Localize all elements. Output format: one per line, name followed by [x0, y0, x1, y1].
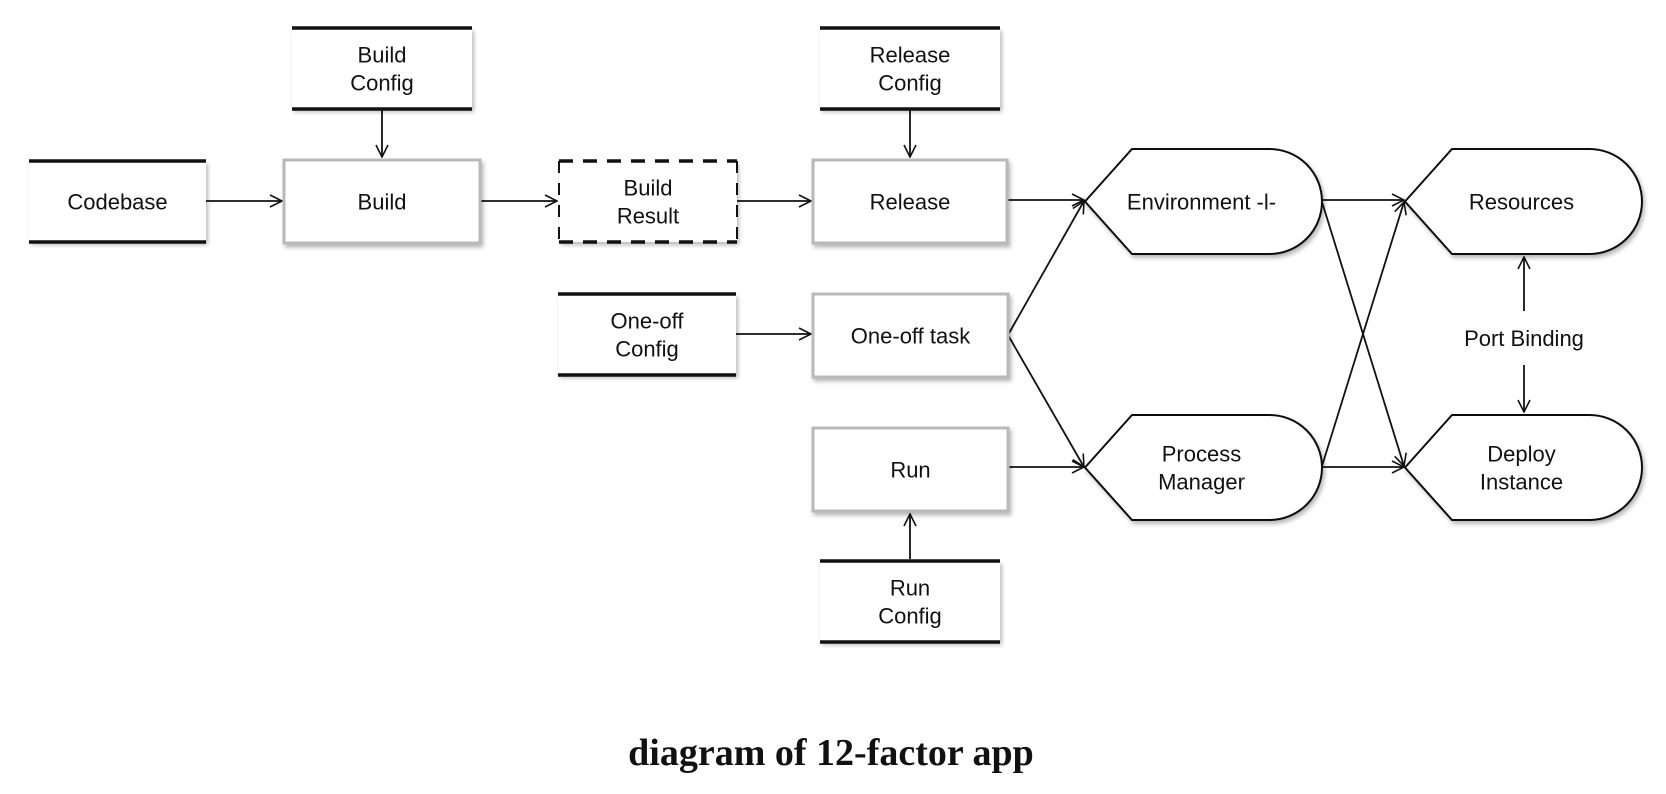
process-manager-label-line: Process [1162, 442, 1241, 467]
build-config-label-line: Build [358, 43, 407, 68]
oneoff-task-label-line: One-off task [851, 324, 971, 349]
release-config-box [820, 28, 1000, 109]
resources-label-line: Resources [1469, 190, 1574, 215]
node-codebase: Codebase [29, 159, 206, 244]
run-config-label-line: Config [878, 604, 942, 629]
environment-label: Environment -l- [1127, 190, 1276, 215]
codebase-label-line: Codebase [67, 190, 167, 215]
release-box [811, 158, 1009, 245]
node-environment: Environment -l- [1083, 148, 1323, 255]
oneoff-config-label-line: One-off [611, 309, 685, 334]
run-config-box [820, 561, 1000, 642]
oneoff-config-label-line: Config [615, 337, 679, 362]
run-label-line: Run [890, 458, 930, 483]
build-result-label-line: Result [617, 204, 679, 229]
release-config-label-line: Release [870, 43, 951, 68]
node-resources: Resources [1403, 148, 1643, 255]
environment-label-line: Environment -l- [1127, 190, 1276, 215]
oneoff-config-box [558, 294, 736, 375]
arrow-oneoff-task-to-environment [1007, 201, 1084, 336]
node-oneoff-task: One-off task [811, 292, 1010, 379]
release-label: Release [870, 190, 951, 215]
codebase-box [29, 161, 206, 242]
deploy-instance-shape [1403, 414, 1643, 521]
node-release: Release [811, 158, 1009, 245]
deploy-instance-label-line: Deploy [1487, 442, 1555, 467]
arrow-process-manager-to-resources [1321, 202, 1404, 467]
process-manager-label-line: Manager [1158, 470, 1245, 495]
oneoff-task-box [811, 292, 1010, 379]
node-build: Build [282, 158, 482, 245]
diagram-caption: diagram of 12-factor app [628, 732, 1034, 774]
build-box [282, 158, 482, 245]
run-config-label-line: Run [890, 576, 930, 601]
node-run: Run [811, 426, 1010, 513]
process-manager-shape [1083, 414, 1323, 521]
resources-shape [1403, 148, 1643, 255]
environment-shape [1083, 148, 1323, 255]
oneoff-task-label: One-off task [851, 324, 971, 349]
edges [206, 109, 1524, 559]
run-label: Run [890, 458, 930, 483]
build-result-box [559, 161, 737, 242]
node-port-binding: Port Binding [1464, 326, 1584, 351]
build-label-line: Build [358, 190, 407, 215]
port-binding-label: Port Binding [1464, 326, 1584, 351]
build-label: Build [358, 190, 407, 215]
codebase-label: Codebase [67, 190, 167, 215]
port-binding-label-line: Port Binding [1464, 326, 1584, 351]
deploy-instance-label-line: Instance [1480, 470, 1563, 495]
resources-label: Resources [1469, 190, 1574, 215]
release-config-label-line: Config [878, 71, 942, 96]
build-config-box [292, 28, 472, 109]
release-label-line: Release [870, 190, 951, 215]
run-box [811, 426, 1010, 513]
build-config-label-line: Config [350, 71, 414, 96]
build-result-label-line: Build [624, 176, 673, 201]
arrow-oneoff-task-to-process-manager [1007, 334, 1084, 467]
